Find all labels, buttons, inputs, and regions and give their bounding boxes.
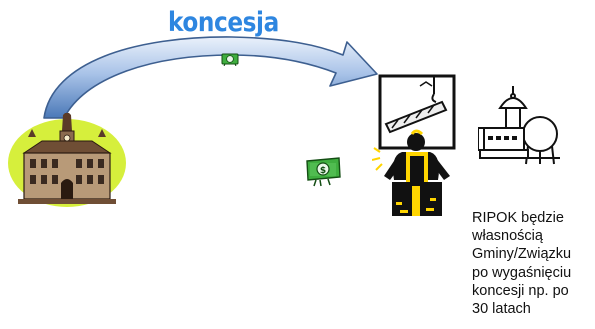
note-line: koncesji np. po — [472, 282, 569, 299]
concession-title: koncesja — [168, 7, 279, 38]
ownership-note: RIPOK będzie własnością Gminy/Związku po… — [472, 209, 595, 318]
note-line: własnością — [472, 228, 543, 245]
construction-worker-icon — [372, 74, 456, 216]
town-hall-icon — [8, 113, 126, 207]
note-line: RIPOK będzie — [472, 210, 564, 226]
note-line: 30 latach — [472, 301, 531, 318]
money-icon-small — [221, 53, 239, 66]
money-icon-large: $ — [306, 157, 341, 187]
money-symbol: $ — [320, 166, 326, 176]
note-line: po wygaśnięciu — [472, 264, 572, 281]
note-line: Gminy/Związku — [472, 246, 572, 263]
industrial-plant-icon — [478, 86, 560, 165]
